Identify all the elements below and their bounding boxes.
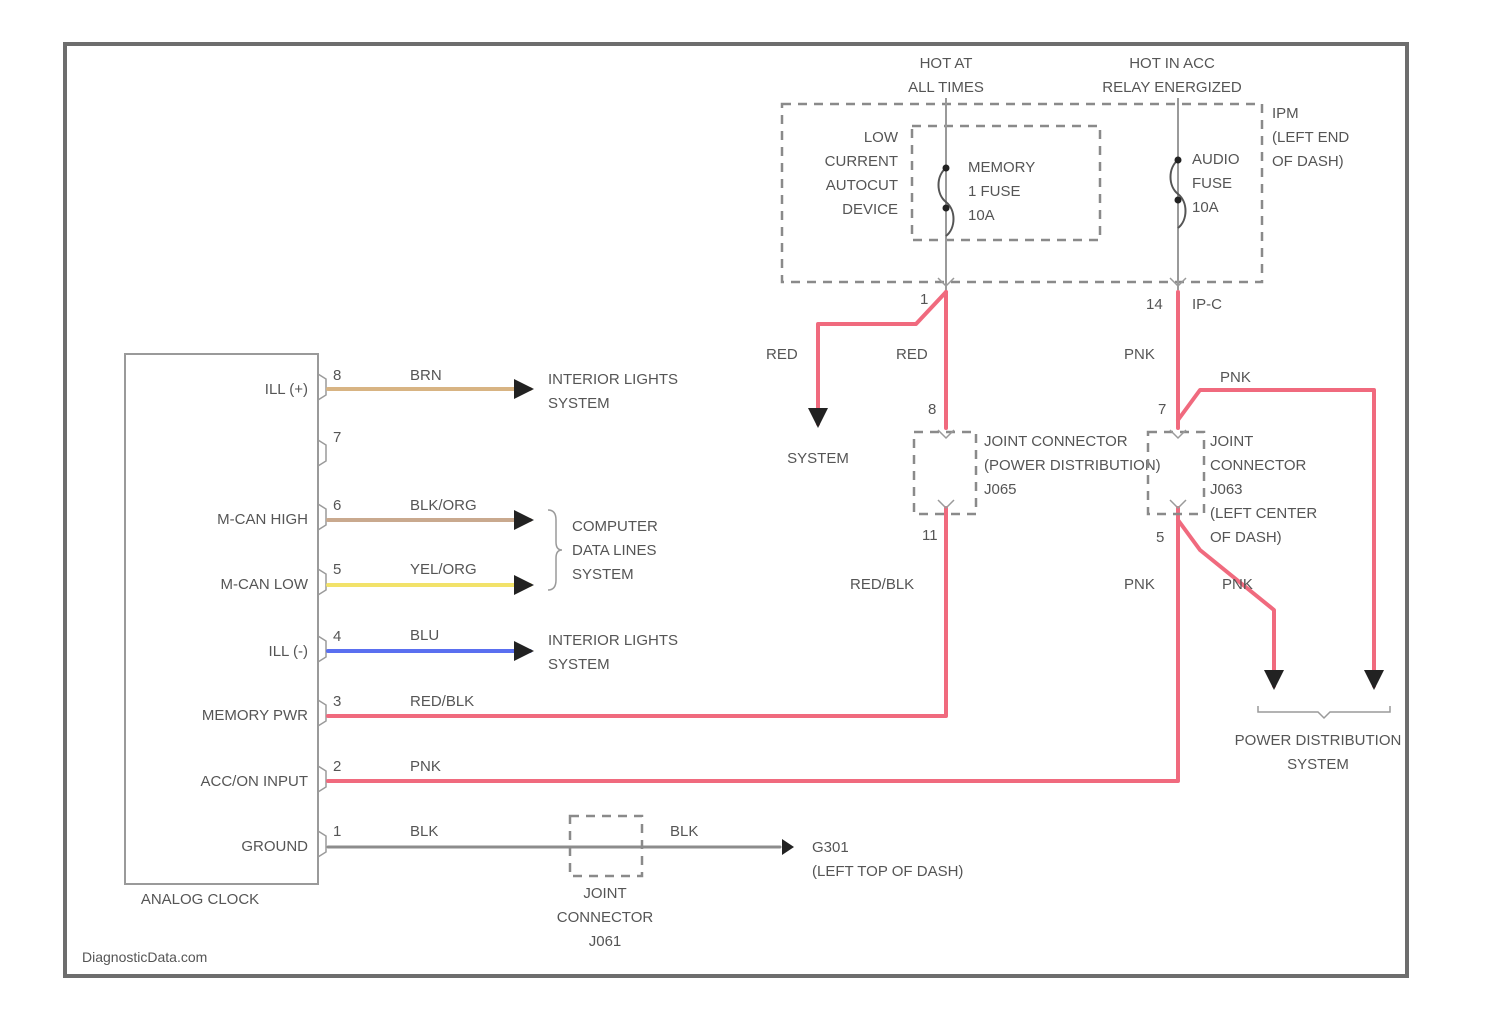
- dest-interior-lights-1a: INTERIOR LIGHTS: [548, 371, 678, 388]
- j063-pin-bottom: 5: [1156, 529, 1164, 546]
- clock-pin-label-mcan-high: M-CAN HIGH: [217, 511, 308, 528]
- fuse1-label-1: MEMORY: [968, 159, 1035, 176]
- analog-clock-label: ANALOG CLOCK: [141, 891, 259, 908]
- hot-in-acc-2: RELAY ENERGIZED: [1102, 79, 1242, 96]
- j063-label-2: CONNECTOR: [1210, 457, 1307, 474]
- dest-computer-data-1: COMPUTER: [572, 518, 658, 535]
- pin-number-7: 7: [333, 429, 341, 446]
- joint-j061-line2: CONNECTOR: [557, 909, 654, 926]
- j063-label-1: JOINT: [1210, 433, 1253, 450]
- j063-label-4: (LEFT CENTER: [1210, 505, 1317, 522]
- lcad-label-4: DEVICE: [842, 201, 898, 218]
- dest-computer-data-3: SYSTEM: [572, 566, 634, 583]
- wire-label-yel-org: YEL/ORG: [410, 561, 477, 578]
- ipm-pin-left: 1: [920, 291, 928, 308]
- ipm-label-1: IPM: [1272, 105, 1299, 122]
- joint-j061-line1: JOINT: [583, 885, 626, 902]
- dest-computer-data-2: DATA LINES: [572, 542, 656, 559]
- fuse2-label-3: 10A: [1192, 199, 1219, 216]
- joint-j061-line3: J061: [589, 933, 622, 950]
- fuse2-label-1: AUDIO: [1192, 151, 1240, 168]
- clock-pin-label-ground: GROUND: [241, 838, 308, 855]
- pin-number-6: 6: [333, 497, 341, 514]
- wire-label-pnk-mid: PNK: [1124, 576, 1155, 593]
- power-distribution-bracket: [1258, 706, 1390, 718]
- j065-pin-top: 8: [928, 401, 936, 418]
- j065-terminals: [938, 430, 954, 508]
- clock-pin-label-memory-pwr: MEMORY PWR: [202, 707, 308, 724]
- j063-terminals: [1170, 430, 1186, 508]
- fuse2-terminal-top: [1175, 157, 1182, 164]
- j063-label-3: J063: [1210, 481, 1243, 498]
- clock-connector-brackets: [318, 374, 326, 857]
- wire-label-pnk-branch-top: PNK: [1220, 369, 1251, 386]
- wire-label-red-blk-1: RED/BLK: [410, 693, 474, 710]
- clock-pin-label-ill-pos: ILL (+): [265, 381, 308, 398]
- dest-interior-lights-1b: SYSTEM: [548, 395, 610, 412]
- clock-pin-label-ill-neg: ILL (-): [269, 643, 308, 660]
- pin-number-2: 2: [333, 758, 341, 775]
- dest-interior-lights-2a: INTERIOR LIGHTS: [548, 632, 678, 649]
- wire-label-red-branch: RED: [766, 346, 798, 363]
- lcad-label-1: LOW: [864, 129, 899, 146]
- j065-label-3: J065: [984, 481, 1017, 498]
- lcad-label-3: AUTOCUT: [826, 177, 898, 194]
- ipm-label-2: (LEFT END: [1272, 129, 1349, 146]
- ipm-pin-right-connector: IP-C: [1192, 296, 1222, 313]
- fuse2-label-2: FUSE: [1192, 175, 1232, 192]
- ground-arrow: [782, 839, 794, 855]
- hot-at-all-times-1: HOT AT: [920, 55, 973, 72]
- j063-pin-top: 7: [1158, 401, 1166, 418]
- fuse1-terminal-bottom: [943, 205, 950, 212]
- hot-in-acc-1: HOT IN ACC: [1129, 55, 1215, 72]
- pin-number-8: 8: [333, 367, 341, 384]
- dest-power-distribution-2: SYSTEM: [1287, 756, 1349, 773]
- pin-number-3: 3: [333, 693, 341, 710]
- wire-label-blk-2: BLK: [670, 823, 698, 840]
- j063-label-5: OF DASH): [1210, 529, 1282, 546]
- wire-label-red-blk-2: RED/BLK: [850, 576, 914, 593]
- can-brace: [548, 510, 562, 590]
- ground-id: G301: [812, 839, 849, 856]
- wire-label-blk-1: BLK: [410, 823, 438, 840]
- dest-system-red: SYSTEM: [787, 450, 849, 467]
- wire-label-blk-org: BLK/ORG: [410, 497, 477, 514]
- hot-at-all-times-2: ALL TIMES: [908, 79, 984, 96]
- j065-pin-bottom: 11: [922, 527, 938, 544]
- ipm-pin-right: 14: [1146, 296, 1163, 313]
- j065-label-1: JOINT CONNECTOR: [984, 433, 1128, 450]
- analog-clock-box: [125, 354, 318, 884]
- wire-red-blk: [328, 508, 946, 716]
- lcad-label-2: CURRENT: [825, 153, 898, 170]
- pin-number-1: 1: [333, 823, 341, 840]
- joint-connector-j065-box: [914, 432, 976, 514]
- wire-label-red-main: RED: [896, 346, 928, 363]
- wire-label-brn: BRN: [410, 367, 442, 384]
- j065-label-2: (POWER DISTRIBUTION): [984, 457, 1161, 474]
- wire-label-pnk-top: PNK: [1124, 346, 1155, 363]
- fuse1-label-3: 10A: [968, 207, 995, 224]
- ground-location: (LEFT TOP OF DASH): [812, 863, 963, 880]
- clock-pin-label-acc-input: ACC/ON INPUT: [200, 773, 308, 790]
- wire-label-blu: BLU: [410, 627, 439, 644]
- watermark: DiagnosticData.com: [82, 949, 207, 965]
- dest-power-distribution-1: POWER DISTRIBUTION: [1235, 732, 1402, 749]
- dest-interior-lights-2b: SYSTEM: [548, 656, 610, 673]
- clock-pin-label-mcan-low: M-CAN LOW: [221, 576, 309, 593]
- fuse2-terminal-bottom: [1175, 197, 1182, 204]
- fuse1-label-2: 1 FUSE: [968, 183, 1021, 200]
- pin-number-5: 5: [333, 561, 341, 578]
- wire-label-pnk-branch-bottom: PNK: [1222, 576, 1253, 593]
- pin-number-4: 4: [333, 628, 341, 645]
- wire-pnk-acc: [328, 508, 1178, 781]
- fuse1-terminal-top: [943, 165, 950, 172]
- wire-label-pnk-acc: PNK: [410, 758, 441, 775]
- ipm-label-3: OF DASH): [1272, 153, 1344, 170]
